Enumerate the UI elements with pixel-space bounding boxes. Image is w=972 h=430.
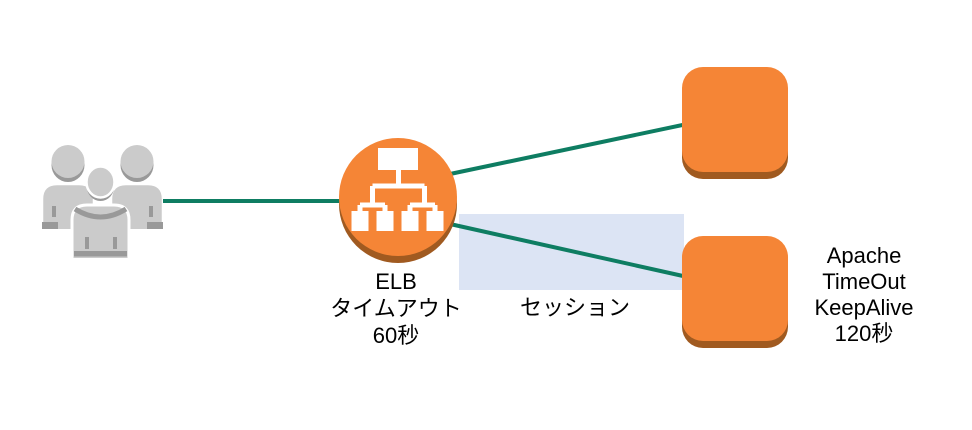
apache-keepalive-label-line2: TimeOut: [822, 269, 906, 294]
connection-line-elb-to-server-top: [449, 121, 693, 176]
apache-keepalive-label-line1: Apache: [826, 243, 902, 268]
load-balancer-tree-glyph: [351, 148, 444, 231]
server-instance-top-icon: [682, 67, 788, 179]
connection-line-elb-to-server-bottom: [449, 222, 693, 280]
elb-timeout-label: ELB タイムアウト 60秒: [296, 268, 496, 349]
elb-timeout-label-line3: 60秒: [372, 323, 420, 348]
elastic-load-balancer-icon: [339, 138, 457, 263]
apache-keepalive-label-line3: KeepAlive: [814, 295, 914, 320]
session-label: セッション: [519, 295, 630, 320]
server-instance-bottom-icon: [682, 236, 788, 348]
apache-keepalive-label-line4: 120秒: [834, 321, 894, 346]
users-group-icon: [42, 145, 163, 258]
elb-timeout-label-line2: タイムアウト: [330, 296, 462, 321]
elb-timeout-label-line1: ELB: [375, 269, 417, 294]
apache-keepalive-label: Apache TimeOut KeepAlive 120秒: [764, 243, 964, 347]
